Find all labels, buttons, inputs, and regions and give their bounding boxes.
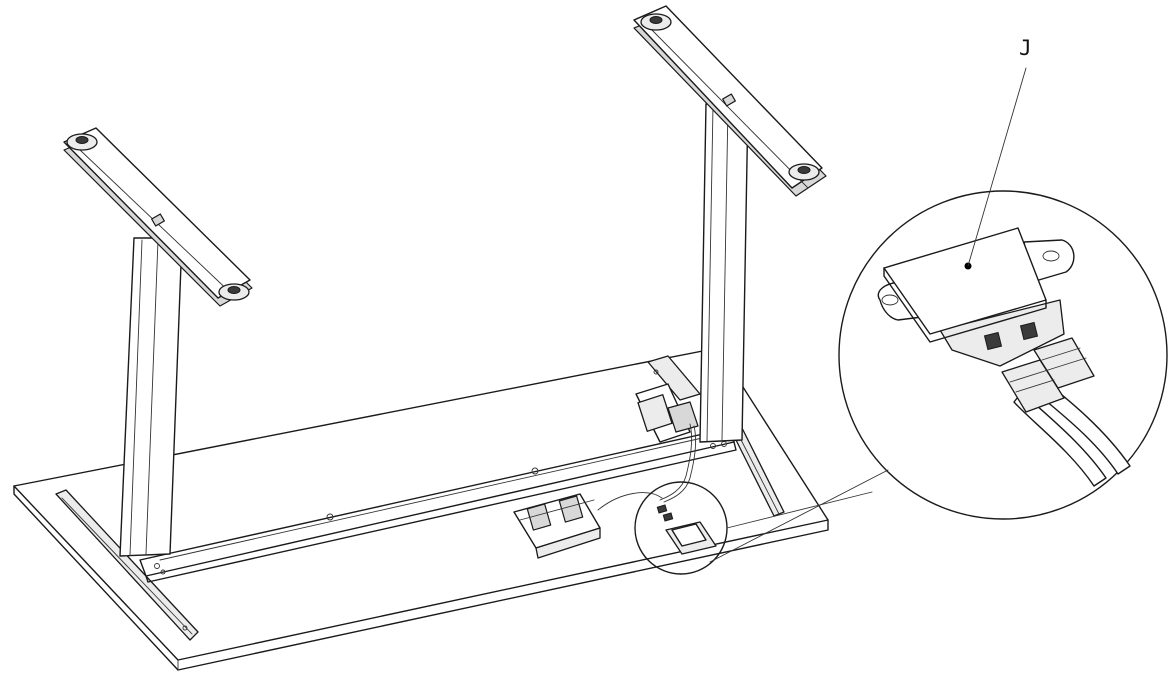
left-leg-column <box>119 237 183 557</box>
right-leg-column <box>699 103 749 443</box>
connector-j-small <box>656 504 717 555</box>
right-side-bracket <box>647 355 785 517</box>
magnifier-leader-lines <box>709 469 889 563</box>
callout-j-leader <box>967 67 1027 267</box>
control-box <box>513 493 601 559</box>
cables <box>597 423 697 511</box>
callout-label-j: J <box>1019 36 1032 60</box>
detail-magnified-view <box>838 190 1168 520</box>
left-foot <box>63 127 253 307</box>
crossbar <box>139 427 737 583</box>
right-foot <box>633 5 827 197</box>
left-side-bracket <box>55 489 199 641</box>
